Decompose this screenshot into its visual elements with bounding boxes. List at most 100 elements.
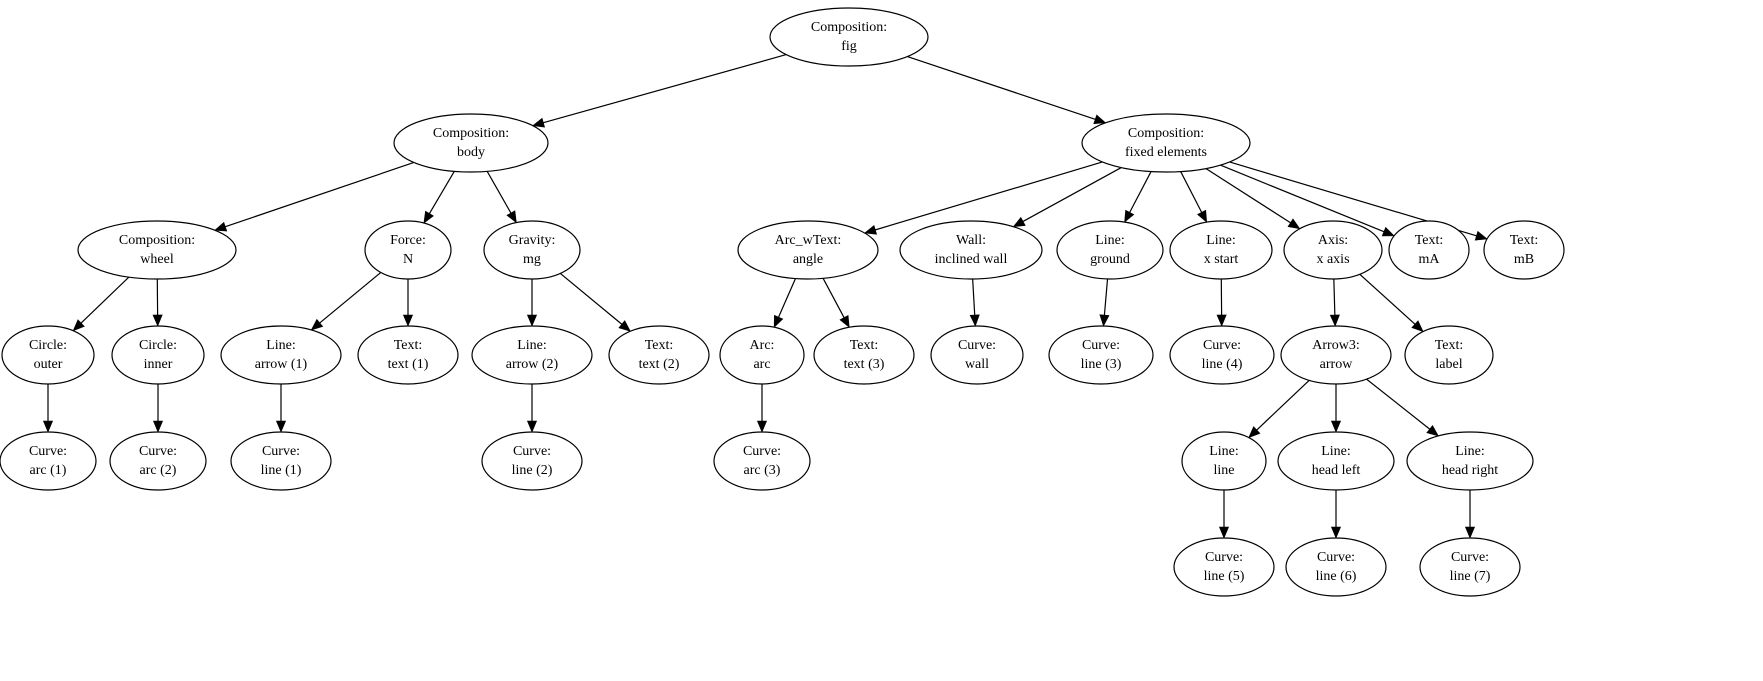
node-fixed[interactable]: Composition:fixed elements xyxy=(1081,113,1251,173)
node-ellipse[interactable] xyxy=(813,325,915,385)
node-lineground[interactable]: Line:ground xyxy=(1056,220,1164,280)
node-ellipse[interactable] xyxy=(481,431,583,491)
node-ellipse[interactable] xyxy=(77,220,237,280)
node-circleouter[interactable]: Circle:outer xyxy=(1,325,95,385)
node-ellipse[interactable] xyxy=(1,325,95,385)
node-lineline[interactable]: Line:line xyxy=(1181,431,1267,491)
node-ellipse[interactable] xyxy=(1283,220,1383,280)
node-ellipse[interactable] xyxy=(737,220,879,280)
node-label-type: Composition: xyxy=(433,126,509,141)
node-ellipse[interactable] xyxy=(1081,113,1251,173)
edge-arcwtext-to-arcarc xyxy=(773,278,797,328)
node-label-type: Arrow3: xyxy=(1312,338,1359,353)
arrowhead-icon xyxy=(532,117,546,128)
node-label-type: Line: xyxy=(1206,233,1236,248)
node-label-name: line (6) xyxy=(1316,569,1357,584)
node-ellipse[interactable] xyxy=(364,220,452,280)
node-label-type: Curve: xyxy=(958,338,996,353)
node-ellipse[interactable] xyxy=(220,325,342,385)
node-ellipse[interactable] xyxy=(713,431,811,491)
node-ellipse[interactable] xyxy=(608,325,710,385)
node-ellipse[interactable] xyxy=(1048,325,1154,385)
edge-fig-to-body xyxy=(532,54,787,128)
node-label-type: Curve: xyxy=(29,444,67,459)
node-ellipse[interactable] xyxy=(930,325,1024,385)
node-fig[interactable]: Composition:fig xyxy=(769,7,929,67)
node-ellipse[interactable] xyxy=(1406,431,1534,491)
arrowhead-icon xyxy=(72,319,85,332)
node-gravity[interactable]: Gravity:mg xyxy=(483,220,581,280)
edge-fixed-to-arcwtext xyxy=(864,161,1103,235)
node-texttext1[interactable]: Text:text (1) xyxy=(357,325,459,385)
node-ellipse[interactable] xyxy=(1483,220,1565,280)
arrowhead-icon xyxy=(618,320,631,332)
node-lineheadleft[interactable]: Line:head left xyxy=(1277,431,1395,491)
node-axis[interactable]: Axis:x axis xyxy=(1283,220,1383,280)
node-ellipse[interactable] xyxy=(230,431,332,491)
node-texttext3[interactable]: Text:text (3) xyxy=(813,325,915,385)
edge-axis-to-arrow3 xyxy=(1329,278,1340,327)
node-texttext2[interactable]: Text:text (2) xyxy=(608,325,710,385)
node-linearrow2[interactable]: Line:arrow (2) xyxy=(471,325,593,385)
node-ellipse[interactable] xyxy=(357,325,459,385)
node-ellipse[interactable] xyxy=(471,325,593,385)
node-curvearc1[interactable]: Curve:arc (1) xyxy=(0,431,97,491)
edge-line xyxy=(1333,278,1336,316)
node-curveline1[interactable]: Curve:line (1) xyxy=(230,431,332,491)
node-ellipse[interactable] xyxy=(769,7,929,67)
node-ellipse[interactable] xyxy=(1173,537,1275,597)
arrowhead-icon xyxy=(1093,114,1107,125)
node-ellipse[interactable] xyxy=(1169,220,1273,280)
edge-line xyxy=(972,278,976,316)
node-ellipse[interactable] xyxy=(1285,537,1387,597)
node-arcarc[interactable]: Arc:arc xyxy=(719,325,805,385)
node-ellipse[interactable] xyxy=(1388,220,1470,280)
node-body[interactable]: Composition:body xyxy=(393,113,549,173)
node-linexstart[interactable]: Line:x start xyxy=(1169,220,1273,280)
node-wall[interactable]: Wall:inclined wall xyxy=(899,220,1043,280)
node-curveline3[interactable]: Curve:line (3) xyxy=(1048,325,1154,385)
node-curveline7[interactable]: Curve:line (7) xyxy=(1419,537,1521,597)
node-ellipse[interactable] xyxy=(393,113,549,173)
node-forceN[interactable]: Force:N xyxy=(364,220,452,280)
node-ellipse[interactable] xyxy=(1280,325,1392,385)
nodes-layer: Composition:figComposition:bodyCompositi… xyxy=(0,7,1565,597)
node-label-type: Line: xyxy=(1321,444,1351,459)
edge-line xyxy=(225,161,415,228)
node-textmb[interactable]: Text:mB xyxy=(1483,220,1565,280)
node-circleinner[interactable]: Circle:inner xyxy=(111,325,205,385)
node-wheel[interactable]: Composition:wheel xyxy=(77,220,237,280)
node-curvearc2[interactable]: Curve:arc (2) xyxy=(109,431,207,491)
edge-circleouter-to-curvearc1 xyxy=(42,384,54,433)
node-curveline4[interactable]: Curve:line (4) xyxy=(1169,325,1275,385)
node-ellipse[interactable] xyxy=(109,431,207,491)
node-ellipse[interactable] xyxy=(899,220,1043,280)
node-ellipse[interactable] xyxy=(1419,537,1521,597)
node-curveline5[interactable]: Curve:line (5) xyxy=(1173,537,1275,597)
node-ellipse[interactable] xyxy=(1277,431,1395,491)
node-label-type: Curve: xyxy=(1451,550,1489,565)
arrowhead-icon xyxy=(839,314,850,328)
node-textma[interactable]: Text:mA xyxy=(1388,220,1470,280)
node-ellipse[interactable] xyxy=(1169,325,1275,385)
node-curvewall[interactable]: Curve:wall xyxy=(930,325,1024,385)
node-arcwtext[interactable]: Arc_wText:angle xyxy=(737,220,879,280)
node-linearrow1[interactable]: Line:arrow (1) xyxy=(220,325,342,385)
node-ellipse[interactable] xyxy=(0,431,97,491)
node-lineheadright[interactable]: Line:head right xyxy=(1406,431,1534,491)
node-label-name: arrow xyxy=(1320,357,1354,372)
node-ellipse[interactable] xyxy=(1404,325,1494,385)
node-ellipse[interactable] xyxy=(719,325,805,385)
node-ellipse[interactable] xyxy=(483,220,581,280)
node-ellipse[interactable] xyxy=(1181,431,1267,491)
node-curvearc3[interactable]: Curve:arc (3) xyxy=(713,431,811,491)
node-ellipse[interactable] xyxy=(1056,220,1164,280)
arrowhead-icon xyxy=(526,420,538,433)
node-textlabel[interactable]: Text:label xyxy=(1404,325,1494,385)
node-curveline2[interactable]: Curve:line (2) xyxy=(481,431,583,491)
node-arrow3[interactable]: Arrow3: arrow xyxy=(1280,325,1392,385)
node-curveline6[interactable]: Curve:line (6) xyxy=(1285,537,1387,597)
node-ellipse[interactable] xyxy=(111,325,205,385)
edge-arrow3-to-lineheadleft xyxy=(1330,384,1342,433)
arrowhead-icon xyxy=(506,210,517,224)
